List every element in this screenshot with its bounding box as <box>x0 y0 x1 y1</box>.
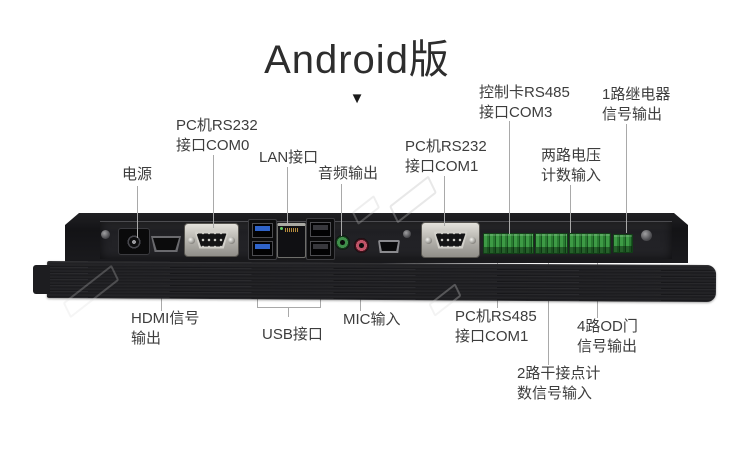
terminal-block-dry-contact <box>535 233 568 254</box>
usb-port <box>252 223 273 238</box>
label-rs232-com0: PC机RS232 接口COM0 <box>176 117 258 154</box>
label-hdmi-output: HDMI信号 输出 <box>131 310 200 347</box>
usb2-port-stack <box>306 218 335 260</box>
leader-line-power <box>137 186 138 238</box>
device-front-bezel <box>46 261 717 303</box>
terminal-block-rs485 <box>483 233 534 254</box>
page-title: Android版 <box>264 38 450 82</box>
device-bezel-left-cap <box>33 265 50 294</box>
usb-port <box>310 222 331 237</box>
usb-tongue <box>255 226 270 231</box>
leader-line-dry-contact <box>548 253 549 365</box>
leader-bracket-usb <box>257 307 321 308</box>
hdmi-port <box>151 236 181 252</box>
title-block: Android版 ▼ <box>0 0 714 107</box>
power-jack-port <box>118 228 150 255</box>
usb3-port-stack <box>248 219 277 260</box>
screw-icon <box>403 230 411 238</box>
screw-icon <box>469 236 476 244</box>
label-relay-output: 1路继电器 信号输出 <box>602 86 671 123</box>
leader-line-com0 <box>213 155 214 228</box>
label-usb: USB接口 <box>262 326 323 343</box>
label-rs232-com1: PC机RS232 接口COM1 <box>405 138 487 175</box>
screw-icon <box>425 236 432 244</box>
label-rs485-com3: 控制卡RS485 接口COM3 <box>479 84 570 121</box>
usb-tongue <box>255 244 270 249</box>
usb-port <box>252 241 273 256</box>
screw-icon <box>101 230 110 239</box>
leader-line-voltage <box>570 185 571 233</box>
db9-pins <box>196 233 227 247</box>
terminal-block-od-voltage <box>569 233 611 254</box>
leader-line-relay <box>626 124 627 233</box>
mic-in-jack <box>354 238 369 253</box>
label-od-output: 4路OD门 信号输出 <box>577 318 638 355</box>
screw-icon <box>188 236 195 244</box>
label-voltage-count-input: 两路电压 计数输入 <box>541 147 602 184</box>
rj45-contacts <box>284 228 299 232</box>
leader-line-audio-out <box>341 184 342 236</box>
micro-usb-port <box>378 240 400 253</box>
leader-line-rs485-com3 <box>509 121 510 234</box>
db9-pins <box>435 233 466 247</box>
ethernet-lan-port <box>277 223 306 258</box>
db9-serial-port-com1 <box>421 222 480 258</box>
label-dry-contact-input: 2路干接点计 数信号输入 <box>517 365 601 402</box>
leader-line-lan <box>287 167 288 225</box>
down-triangle-icon: ▼ <box>349 90 365 107</box>
label-mic-input: MIC输入 <box>343 311 401 328</box>
usb-tongue <box>313 244 328 249</box>
label-audio-out: 音频输出 <box>318 165 379 182</box>
db9-serial-port-com0 <box>184 223 239 257</box>
db9-connector-face <box>194 231 229 249</box>
leader-line-com1-top <box>444 176 445 226</box>
terminal-block-relay <box>613 234 633 253</box>
usb-port <box>310 241 331 256</box>
screw-icon <box>641 230 652 241</box>
screw-icon <box>228 236 235 244</box>
power-jack-barrel <box>126 234 142 249</box>
audio-out-jack <box>335 235 350 250</box>
leader-stub-usb <box>288 307 289 317</box>
lan-led <box>280 227 283 230</box>
label-rs485-com1: PC机RS485 接口COM1 <box>455 308 537 345</box>
label-power: 电源 <box>122 166 153 183</box>
usb-tongue <box>313 225 328 230</box>
db9-connector-face <box>433 231 468 249</box>
label-lan: LAN接口 <box>259 149 319 166</box>
